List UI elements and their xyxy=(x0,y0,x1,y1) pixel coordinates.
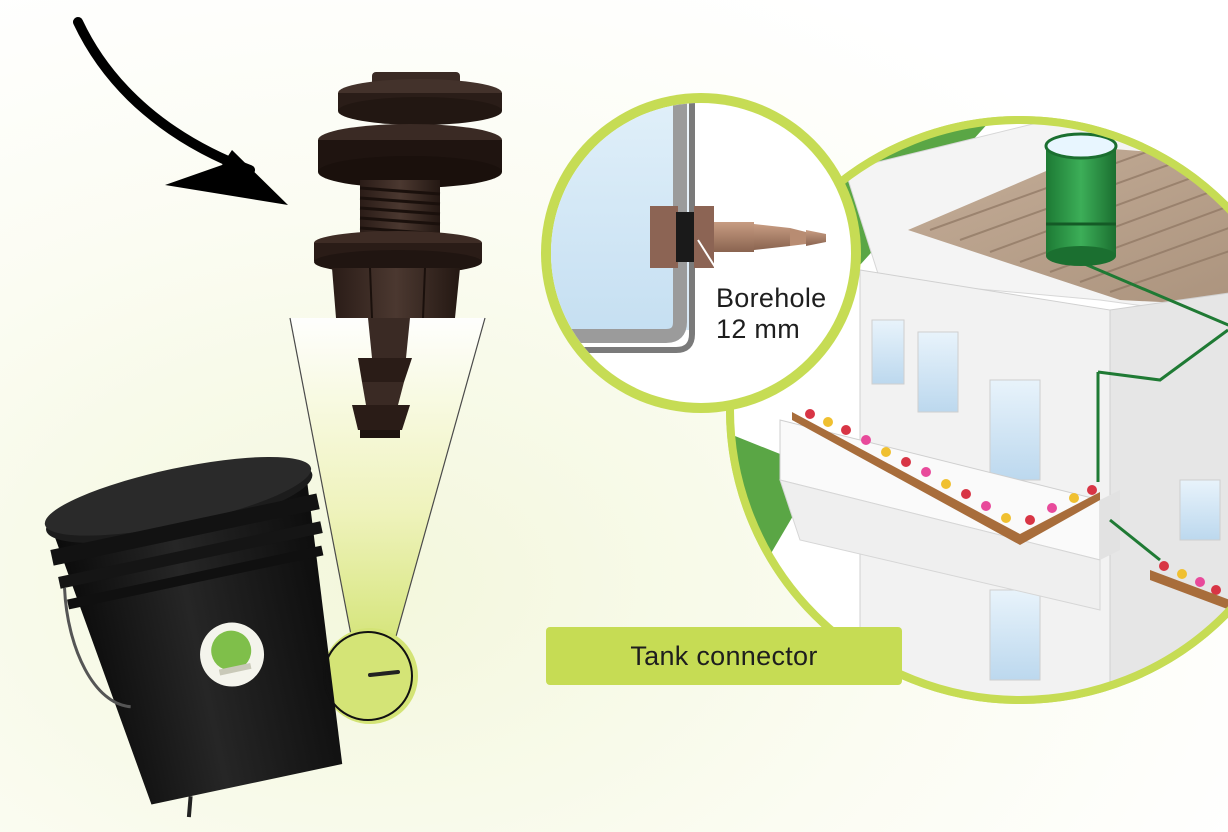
bucket-outlet-highlight xyxy=(323,631,413,721)
rooftop-tank xyxy=(1044,132,1118,266)
borehole-label-line2: 12 mm xyxy=(716,314,801,344)
borehole-label-line1: Borehole xyxy=(716,283,827,313)
borehole-label: Borehole 12 mm xyxy=(716,283,826,345)
tank-connector-product xyxy=(314,72,502,438)
pointer-arrow xyxy=(73,17,288,205)
bucket xyxy=(44,456,343,818)
tank-connector-banner: Tank connector xyxy=(546,627,902,685)
flowers xyxy=(805,409,1221,595)
borehole-detail xyxy=(541,93,861,413)
tank-connector-label: Tank connector xyxy=(630,640,818,671)
